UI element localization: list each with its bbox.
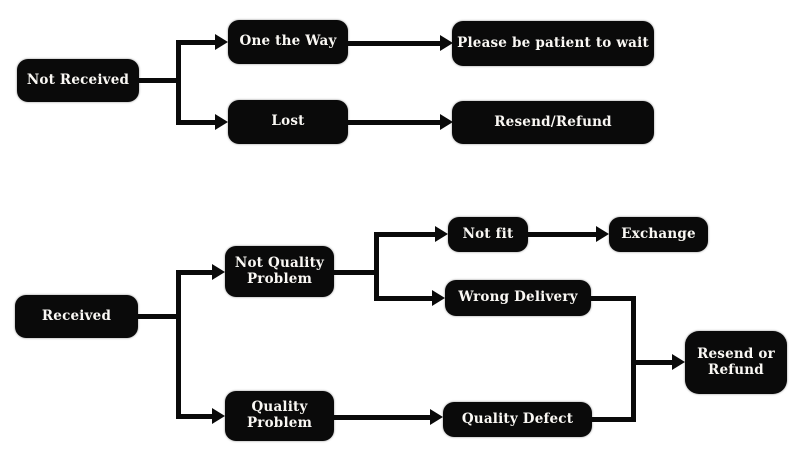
connector-received-branch [176, 270, 181, 419]
arrowhead-quality-defect [430, 409, 443, 425]
node-lost: Lost [228, 100, 348, 144]
node-quality-problem: Quality Problem [225, 391, 334, 441]
arrowhead-lost [215, 114, 228, 130]
connector-received-stub [138, 314, 181, 319]
connector-to-one-the-way [178, 40, 215, 45]
node-one-the-way: One the Way [228, 20, 348, 64]
arrowhead-please-wait [440, 35, 453, 51]
node-wrong-delivery: Wrong Delivery [445, 280, 591, 316]
connector-to-exchange [528, 232, 596, 237]
connector-to-not-quality [178, 270, 212, 275]
node-resend-refund: Resend/Refund [452, 101, 654, 144]
arrowhead-quality-problem [212, 408, 225, 424]
arrowhead-one-the-way [215, 34, 228, 50]
connector-to-resend-refund [348, 120, 440, 125]
connector-not-quality-branch [374, 232, 379, 301]
node-quality-defect: Quality Defect [443, 402, 592, 437]
arrowhead-not-quality [212, 264, 225, 280]
connector-wrong-delivery-stub [591, 296, 636, 301]
connector-to-quality-defect [334, 415, 430, 420]
connector-not-received-branch [176, 40, 181, 125]
arrowhead-resend-refund [440, 114, 453, 130]
node-resend-or-refund: Resend or Refund [685, 331, 787, 394]
connector-to-please-wait [348, 41, 440, 46]
connector-to-wrong-delivery [376, 296, 432, 301]
arrowhead-not-fit [435, 226, 448, 242]
connector-quality-defect-stub [592, 417, 636, 422]
node-not-received: Not Received [17, 59, 139, 102]
node-received: Received [15, 295, 138, 338]
connector-to-lost [178, 120, 215, 125]
node-please-wait: Please be patient to wait [452, 21, 654, 66]
connector-to-quality-problem [178, 414, 212, 419]
connector-not-received-stub [139, 78, 181, 83]
connector-to-not-fit [376, 232, 435, 237]
connector-not-quality-stub [334, 270, 378, 275]
arrowhead-wrong-delivery [432, 290, 445, 306]
connector-to-resend-or-refund [633, 360, 672, 365]
connector-merge-line [631, 296, 636, 422]
node-exchange: Exchange [609, 217, 708, 252]
node-not-fit: Not fit [448, 217, 528, 252]
arrowhead-exchange [596, 226, 609, 242]
arrowhead-resend-or-refund [672, 354, 685, 370]
node-not-quality-problem: Not Quality Problem [225, 246, 334, 297]
